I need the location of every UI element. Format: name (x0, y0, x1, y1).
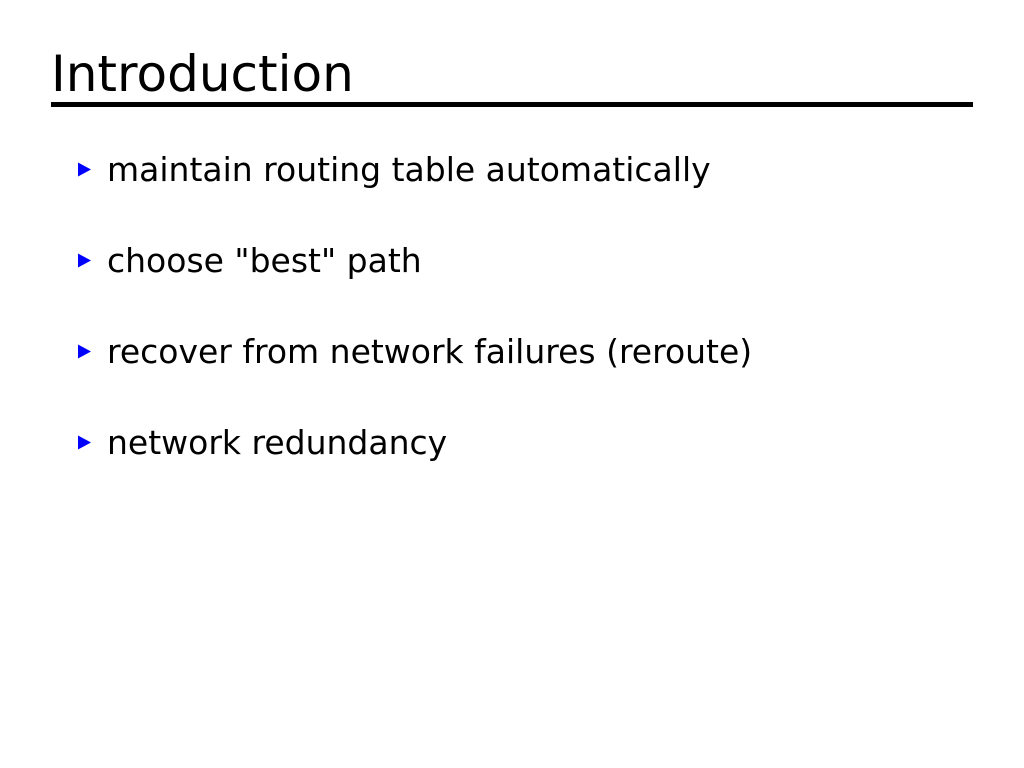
bullet-list: maintain routing table automatically cho… (77, 152, 977, 516)
bullet-text: maintain routing table automatically (107, 150, 711, 189)
title-underline-rule (51, 102, 973, 107)
bullet-text: choose "best" path (107, 241, 422, 280)
triangle-right-icon (77, 253, 92, 268)
triangle-right-icon (77, 435, 92, 450)
bullet-text: network redundancy (107, 423, 448, 462)
list-item: recover from network failures (reroute) (77, 334, 977, 425)
list-item: network redundancy (77, 425, 977, 516)
bullet-text: recover from network failures (reroute) (107, 332, 753, 371)
list-item: maintain routing table automatically (77, 152, 977, 243)
title-block: Introduction (51, 46, 973, 102)
page-title: Introduction (51, 45, 354, 103)
triangle-right-icon (77, 162, 92, 177)
list-item: choose "best" path (77, 243, 977, 334)
triangle-right-icon (77, 344, 92, 359)
